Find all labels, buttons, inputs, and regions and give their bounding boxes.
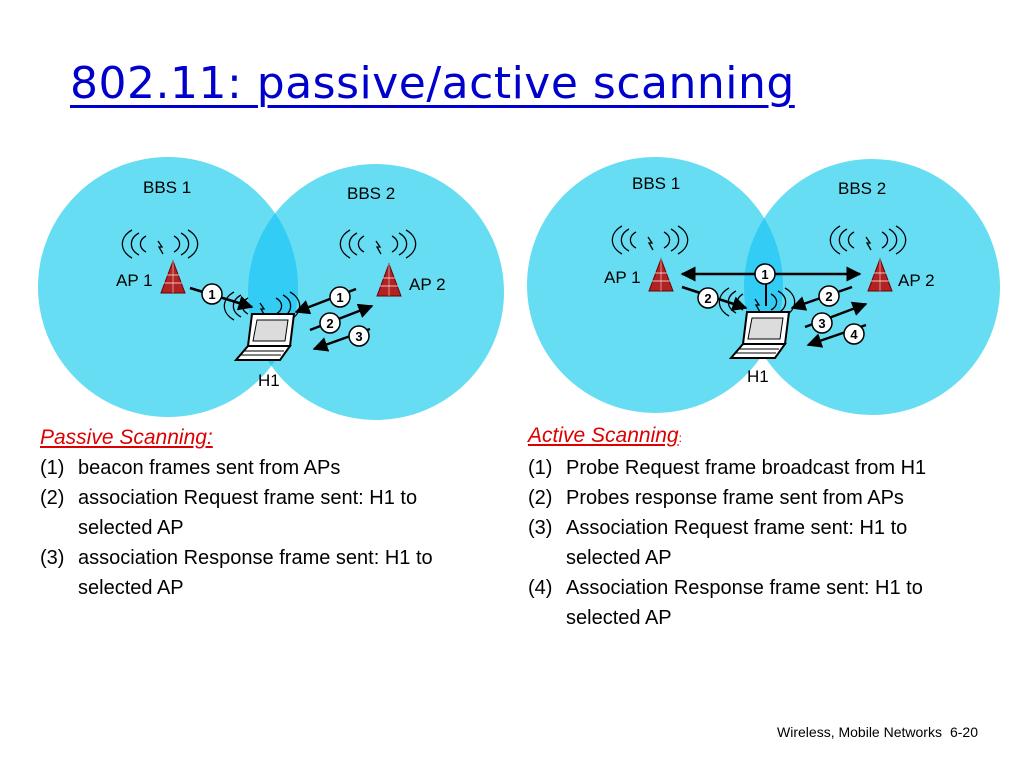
svg-text:4: 4 [850,327,858,342]
footer-course: Wireless, Mobile Networks [777,724,942,740]
bss-2-coverage [248,164,504,420]
step-number: (1) [40,457,65,479]
active-scanning-heading: Active Scanning [528,424,679,447]
passive-diagram: BBS 1 BBS 2 AP 1 AP 2 H1 1 1 2 3 [38,157,504,420]
list-item: (2) Probes response frame sent from APs [528,483,958,513]
list-item: (2) association Request frame sent: H1 t… [40,483,480,543]
ap-1-label: AP 1 [116,271,153,290]
step-badge: 3 [348,325,370,347]
list-item: (4) Association Response frame sent: H1 … [528,573,958,633]
step-badge: 4 [843,323,865,345]
passive-scanning-heading: Passive Scanning: [40,426,213,449]
ap-2-label: AP 2 [409,275,446,294]
svg-text:1: 1 [336,290,343,305]
step-badge: 1 [201,283,223,305]
step-text: association Request frame sent: H1 to se… [78,487,418,539]
passive-scanning-panel: Passive Scanning: (1) beacon frames sent… [40,423,480,603]
step-number: (2) [40,487,65,509]
step-number: (1) [528,457,553,479]
step-number: (2) [528,487,553,509]
list-item: (3) Association Request frame sent: H1 t… [528,513,958,573]
ap-1-label: AP 1 [604,268,641,287]
step-badge: 1 [329,286,351,308]
active-diagram: BBS 1 BBS 2 AP 1 AP 2 H1 1 2 2 3 [527,157,1000,415]
svg-text:2: 2 [704,291,711,306]
svg-text:3: 3 [355,329,362,344]
bss-2-label: BBS 2 [347,184,395,203]
step-number: (3) [40,547,65,569]
footer-page-number: 6-20 [949,724,978,740]
step-badge: 3 [811,312,833,334]
list-item: (1) Probe Request frame broadcast from H… [528,453,958,483]
svg-text:2: 2 [825,289,832,304]
bss-1-label: BBS 1 [143,178,191,197]
host-label: H1 [747,367,769,386]
slide-title: 802.11: passive/active scanning [70,58,795,109]
active-scanning-heading-colon: : [678,431,682,445]
host-label: H1 [258,371,280,390]
step-badge: 1 [754,263,776,285]
list-item: (1) beacon frames sent from APs [40,453,480,483]
step-text: Probe Request frame broadcast from H1 [566,457,927,479]
bss-1-label: BBS 1 [632,174,680,193]
step-badge: 2 [697,287,719,309]
step-text: Probes response frame sent from APs [566,487,904,509]
slide-footer: Wireless, Mobile Networks 6-20 [769,724,978,740]
step-text: association Response frame sent: H1 to s… [78,547,433,599]
svg-text:2: 2 [326,316,333,331]
svg-text:3: 3 [818,316,825,331]
bss-2-label: BBS 2 [838,179,886,198]
step-badge: 2 [319,312,341,334]
step-number: (4) [528,577,553,599]
step-number: (3) [528,517,553,539]
ap-2-label: AP 2 [898,271,935,290]
svg-text:1: 1 [208,287,215,302]
list-item: (3) association Response frame sent: H1 … [40,543,480,603]
svg-text:1: 1 [761,267,768,282]
step-text: Association Response frame sent: H1 to s… [566,577,923,629]
active-scanning-panel: Active Scanning: (1) Probe Request frame… [528,421,958,633]
step-text: Association Request frame sent: H1 to se… [566,517,908,569]
step-text: beacon frames sent from APs [78,457,341,479]
step-badge: 2 [818,285,840,307]
